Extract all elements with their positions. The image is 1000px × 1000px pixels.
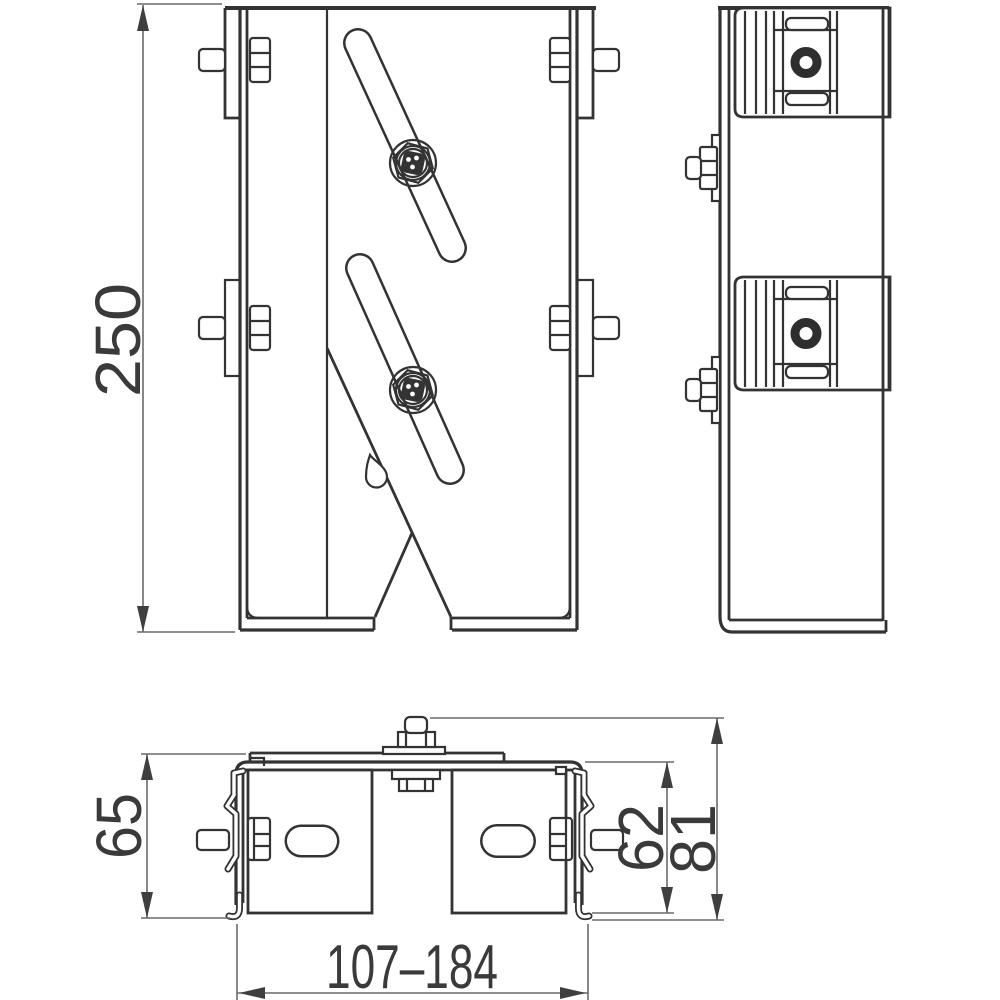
dimension-inner-depth-label: 62 — [605, 804, 677, 872]
dimension-depth-label: 65 — [83, 793, 155, 859]
washer-plate — [575, 278, 595, 378]
dimension-overall-depth: 81 — [430, 717, 729, 921]
dimension-width-range: 107–184 — [236, 924, 589, 1000]
front-view — [197, 6, 621, 632]
side-bolt — [197, 304, 272, 352]
side-bolt — [548, 304, 621, 352]
clamp-block — [733, 6, 892, 119]
dimension-width-range-label: 107–184 — [326, 933, 498, 1000]
dimension-height: 250 — [82, 3, 235, 633]
dimension-height-label: 250 — [82, 283, 154, 397]
washer-plate — [223, 278, 242, 378]
slot-bolt — [684, 355, 722, 425]
side-bolt — [195, 816, 272, 862]
clamp-block — [733, 275, 892, 392]
side-view — [684, 6, 892, 634]
clamp-nut — [388, 138, 438, 188]
teardrop-hole — [364, 452, 389, 489]
side-bolt — [197, 36, 272, 84]
v-cutout-edge — [373, 532, 414, 618]
dimension-inner-depth: 62 — [585, 761, 677, 914]
bottom-view — [195, 715, 625, 921]
spring-clip — [223, 767, 247, 873]
sliding-edge — [325, 347, 453, 618]
side-bolt — [548, 36, 621, 84]
dimension-overall-depth-label: 81 — [657, 804, 729, 874]
center-bolt — [381, 715, 447, 793]
slot-bolt — [684, 133, 722, 203]
grommet-hole — [790, 318, 822, 349]
wall-hook — [575, 891, 593, 921]
clamp-nut — [388, 365, 438, 415]
side-bolt — [548, 816, 625, 862]
washer-plate — [223, 8, 240, 120]
washer-plate — [577, 8, 595, 120]
dimension-depth: 65 — [83, 753, 246, 919]
spring-clip — [571, 767, 595, 873]
grommet-hole — [790, 47, 822, 78]
wall-hook — [225, 891, 243, 921]
